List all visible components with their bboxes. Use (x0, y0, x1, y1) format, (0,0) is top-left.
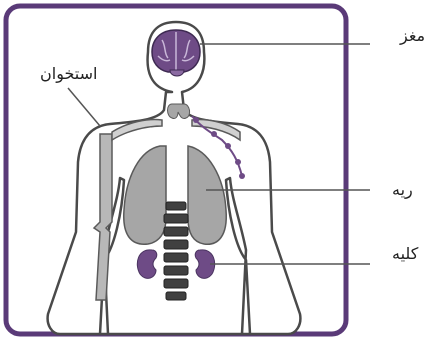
label-kidney: کلیه (392, 246, 418, 262)
lymph-node (225, 143, 231, 149)
label-brain: مغز (400, 28, 425, 44)
lymph-node (235, 159, 241, 165)
lymph-node (211, 131, 217, 137)
label-lung: ریه (392, 182, 413, 198)
label-bone: استخوان (40, 66, 97, 82)
lymph-node (239, 173, 245, 179)
lymph-node (193, 117, 199, 123)
